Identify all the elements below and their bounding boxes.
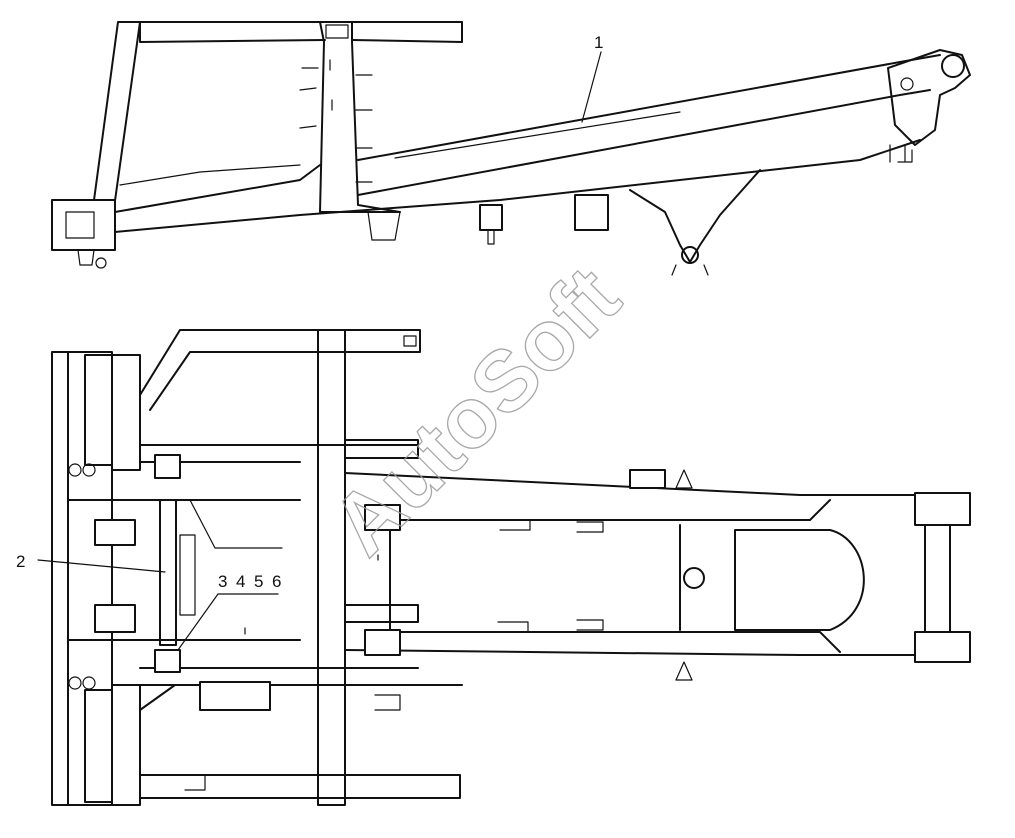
upper-pad bbox=[94, 519, 136, 546]
bracket-eye bbox=[681, 246, 699, 264]
callout-bracket bbox=[177, 499, 283, 651]
lower-angled-bar bbox=[139, 684, 463, 711]
bracket-lugs bbox=[671, 264, 709, 276]
center-post bbox=[317, 329, 346, 806]
lower-eye-b bbox=[82, 676, 96, 690]
rear-tabs bbox=[889, 144, 913, 163]
tower-slots bbox=[329, 59, 373, 183]
lower-left-block bbox=[84, 689, 113, 803]
top-boss bbox=[629, 469, 666, 489]
plan-view: 2 3 4 5 6 bbox=[16, 329, 971, 806]
callout-2: 2 bbox=[16, 552, 25, 571]
lower-lugs bbox=[184, 694, 401, 791]
tower-foot bbox=[367, 211, 401, 241]
top-crossbar-edge bbox=[139, 21, 326, 43]
front-post bbox=[91, 21, 141, 216]
top-crossbar bbox=[139, 21, 463, 43]
upper-bar-end bbox=[403, 335, 417, 347]
boom-tail-plate bbox=[734, 529, 865, 631]
boom-bottom-edge bbox=[344, 649, 971, 656]
front-hook bbox=[77, 249, 95, 266]
boom-highlight bbox=[394, 111, 681, 159]
tower-brackets bbox=[299, 67, 319, 129]
watermark-logo: AutoSoft bbox=[314, 249, 639, 574]
front-mount-inner bbox=[65, 211, 95, 239]
inner-frame bbox=[67, 499, 301, 641]
front-eye bbox=[95, 257, 107, 269]
rear-clevis-sides bbox=[924, 524, 951, 633]
underside-block bbox=[479, 204, 503, 231]
upper-eye-b bbox=[82, 463, 96, 477]
shaft-2 bbox=[159, 499, 177, 646]
boom-center-hole bbox=[683, 567, 705, 589]
callout-5: 5 bbox=[254, 572, 263, 591]
leader-line-2 bbox=[37, 559, 166, 573]
upper-eye-a bbox=[68, 463, 82, 477]
lower-eye-a bbox=[68, 676, 82, 690]
boom-top-edge bbox=[344, 472, 971, 496]
front-brace-inner bbox=[119, 164, 301, 186]
boom-upper-edge bbox=[357, 54, 941, 161]
gear-housing bbox=[179, 534, 196, 616]
leader-line-1 bbox=[581, 51, 602, 123]
underside-stem bbox=[487, 229, 495, 245]
rear-head bbox=[887, 49, 971, 146]
front-brace bbox=[114, 164, 321, 213]
underside-box bbox=[574, 194, 609, 231]
small-pins bbox=[244, 554, 379, 635]
boom-clips bbox=[576, 521, 604, 631]
upper-left-block bbox=[84, 354, 113, 466]
callout-1: 1 bbox=[594, 33, 603, 52]
post-upper-arm bbox=[344, 439, 419, 459]
bottom-cone bbox=[675, 661, 693, 681]
lower-cross-bar bbox=[139, 774, 461, 799]
lower-bracket bbox=[154, 649, 181, 673]
callout-3: 3 bbox=[218, 572, 227, 591]
upper-bracket bbox=[154, 454, 181, 479]
lower-left-column bbox=[111, 684, 141, 806]
top-cone bbox=[675, 469, 693, 489]
boom-tabs bbox=[497, 519, 531, 633]
lower-left-plate bbox=[199, 681, 271, 711]
tower-cap bbox=[325, 24, 349, 39]
lower-pad bbox=[94, 604, 136, 633]
post-lower-arm bbox=[344, 604, 419, 623]
lower-cross-member bbox=[139, 667, 419, 686]
boom-lower-edge bbox=[357, 89, 931, 196]
callout-6: 6 bbox=[272, 572, 281, 591]
front-block-upper bbox=[364, 504, 401, 531]
center-tower bbox=[319, 21, 401, 213]
rear-clevis-top bbox=[914, 492, 971, 526]
side-view: 1 bbox=[51, 21, 971, 276]
upper-angled-bar bbox=[139, 329, 421, 411]
rear-clevis-bottom bbox=[914, 631, 971, 663]
rear-pivot bbox=[941, 54, 965, 78]
rear-pin bbox=[900, 77, 914, 91]
front-mount-box bbox=[51, 199, 116, 251]
callout-4: 4 bbox=[236, 572, 245, 591]
upper-left-column bbox=[111, 354, 141, 471]
front-block-lower bbox=[364, 629, 401, 656]
lower-rail bbox=[114, 139, 921, 233]
